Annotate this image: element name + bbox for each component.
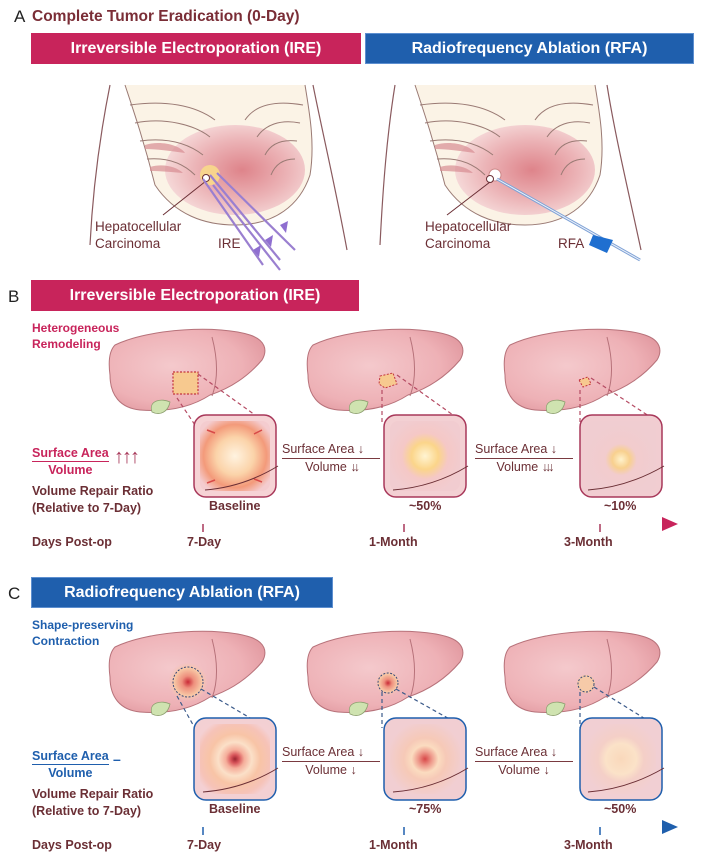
rfa-banner-c-label: Radiofrequency Ablation (RFA)	[64, 583, 300, 601]
ire-ratio-numerator: Surface Area	[32, 446, 109, 462]
rfa-transition-2: Surface Area ↓ Volume ↓	[475, 745, 573, 777]
ire-subtitle-line2: Remodeling	[32, 337, 101, 351]
ire-liver-3month	[503, 328, 661, 423]
ire-subtitle: Heterogeneous Remodeling	[32, 320, 119, 352]
ire-ratio-trend-arrows: ↑↑↑	[114, 446, 140, 468]
rfa-zoom-1month	[383, 717, 469, 801]
ire-zoom-1month	[383, 414, 469, 498]
ire-stage-illustrations	[108, 328, 665, 498]
rfa-repair-3month: ~50%	[604, 802, 637, 816]
ire-tick-7day: 7-Day	[187, 535, 222, 549]
ire-t1-numerator: Surface Area	[282, 442, 355, 456]
ire-banner-a-label: Irreversible Electroporation (IRE)	[70, 39, 322, 57]
rfa-t1-denominator: Volume	[305, 763, 347, 777]
panel-a-letter: A	[14, 7, 26, 26]
rfa-subtitle-line2: Contraction	[32, 634, 100, 648]
rfa-stage-illustrations	[108, 630, 665, 801]
ire-ratio-denominator: Volume	[48, 463, 93, 477]
ire-tick-1month: 1-Month	[369, 535, 418, 549]
ire-hcc-label: Hepatocellular Carcinoma	[95, 218, 181, 252]
ire-transition-1: Surface Area ↓ Volume ↓↓	[282, 442, 380, 474]
panel-c-letter: C	[8, 584, 21, 603]
rfa-repair-1month: ~75%	[409, 802, 442, 816]
rfa-zoom-3month	[579, 717, 665, 801]
rfa-t2-den-arrow: ↓	[543, 763, 550, 777]
ire-ratio: Surface Area Volume	[32, 446, 109, 477]
ire-repair-7day: Baseline	[209, 499, 261, 513]
ire-liver-1month	[306, 328, 464, 423]
ire-t1-num-arrow: ↓	[357, 442, 364, 456]
ire-zoom-7day	[193, 414, 279, 498]
rfa-tick-1month: 1-Month	[369, 838, 418, 852]
rfa-t2-num-arrow: ↓	[550, 745, 557, 759]
rfa-banner-c: Radiofrequency Ablation (RFA)	[31, 577, 333, 608]
rfa-banner-a: Radiofrequency Ablation (RFA)	[365, 33, 694, 64]
rfa-timeline-label: Days Post-op	[32, 838, 112, 852]
ire-t1-den-arrow: ↓↓	[350, 460, 359, 474]
ire-hcc-label-line2: Carcinoma	[95, 236, 161, 251]
rfa-zoom-7day	[193, 717, 279, 801]
rfa-repair-label-line2: (Relative to 7-Day)	[32, 804, 142, 818]
panel-a-title: Complete Tumor Eradication (0-Day)	[32, 8, 300, 25]
rfa-subtitle-line1: Shape-preserving	[32, 618, 134, 632]
rfa-ratio-trend-dash: –	[113, 751, 121, 767]
rfa-transition-1: Surface Area ↓ Volume ↓	[282, 745, 380, 777]
rfa-t2-numerator: Surface Area	[475, 745, 548, 759]
rfa-ratio: Surface Area Volume	[32, 749, 109, 780]
rfa-t1-den-arrow: ↓	[350, 763, 357, 777]
ire-repair-label-line1: Volume Repair Ratio	[32, 484, 154, 498]
ire-hcc-label-line1: Hepatocellular	[95, 219, 182, 234]
rfa-hcc-label-line2: Carcinoma	[425, 236, 491, 251]
rfa-ratio-denominator: Volume	[48, 766, 93, 780]
ire-t2-den-arrow: ↓↓↓	[541, 460, 555, 474]
ire-banner-b: Irreversible Electroporation (IRE)	[31, 280, 359, 311]
ire-liver-7day	[108, 328, 266, 429]
ire-transition-2: Surface Area ↓ Volume ↓↓↓	[475, 442, 573, 474]
ire-tick-3month: 3-Month	[564, 535, 613, 549]
rfa-hcc-label: Hepatocellular Carcinoma	[425, 218, 511, 252]
rfa-ratio-numerator: Surface Area	[32, 749, 109, 765]
ire-banner-b-label: Irreversible Electroporation (IRE)	[69, 286, 321, 304]
panel-b-letter: B	[8, 287, 20, 306]
rfa-repair-label: Volume Repair Ratio (Relative to 7-Day)	[32, 786, 153, 820]
rfa-tick-3month: 3-Month	[564, 838, 613, 852]
ire-repair-label: Volume Repair Ratio (Relative to 7-Day)	[32, 483, 153, 517]
ire-timeline-arrow	[108, 517, 678, 532]
ire-repair-label-line2: (Relative to 7-Day)	[32, 501, 142, 515]
rfa-tick-7day: 7-Day	[187, 838, 222, 852]
rfa-banner-a-label: Radiofrequency Ablation (RFA)	[411, 39, 648, 57]
rfa-liver-1month	[306, 630, 464, 728]
ire-torso-illustration	[89, 84, 348, 271]
ire-repair-1month: ~50%	[409, 499, 442, 513]
rfa-subtitle: Shape-preserving Contraction	[32, 617, 133, 649]
rfa-torso-illustration	[379, 84, 642, 262]
rfa-timeline-arrow	[108, 820, 678, 835]
ire-zoom-3month	[579, 414, 665, 498]
rfa-device-label: RFA	[558, 236, 585, 251]
ire-t2-numerator: Surface Area	[475, 442, 548, 456]
ire-device-label: IRE	[218, 236, 241, 251]
ire-banner-a: Irreversible Electroporation (IRE)	[31, 33, 361, 64]
rfa-hcc-label-line1: Hepatocellular	[425, 219, 512, 234]
rfa-repair-label-line1: Volume Repair Ratio	[32, 787, 154, 801]
ire-t1-denominator: Volume	[305, 460, 347, 474]
rfa-liver-3month	[503, 630, 661, 728]
rfa-liver-7day	[108, 630, 266, 733]
rfa-t1-num-arrow: ↓	[357, 745, 364, 759]
ire-t2-denominator: Volume	[496, 460, 539, 474]
ire-repair-3month: ~10%	[604, 499, 637, 513]
ire-t2-num-arrow: ↓	[550, 442, 557, 456]
rfa-t2-denominator: Volume	[498, 763, 540, 777]
rfa-repair-7day: Baseline	[209, 802, 261, 816]
rfa-t1-numerator: Surface Area	[282, 745, 355, 759]
ire-subtitle-line1: Heterogeneous	[32, 321, 120, 335]
ire-timeline-label: Days Post-op	[32, 535, 112, 549]
